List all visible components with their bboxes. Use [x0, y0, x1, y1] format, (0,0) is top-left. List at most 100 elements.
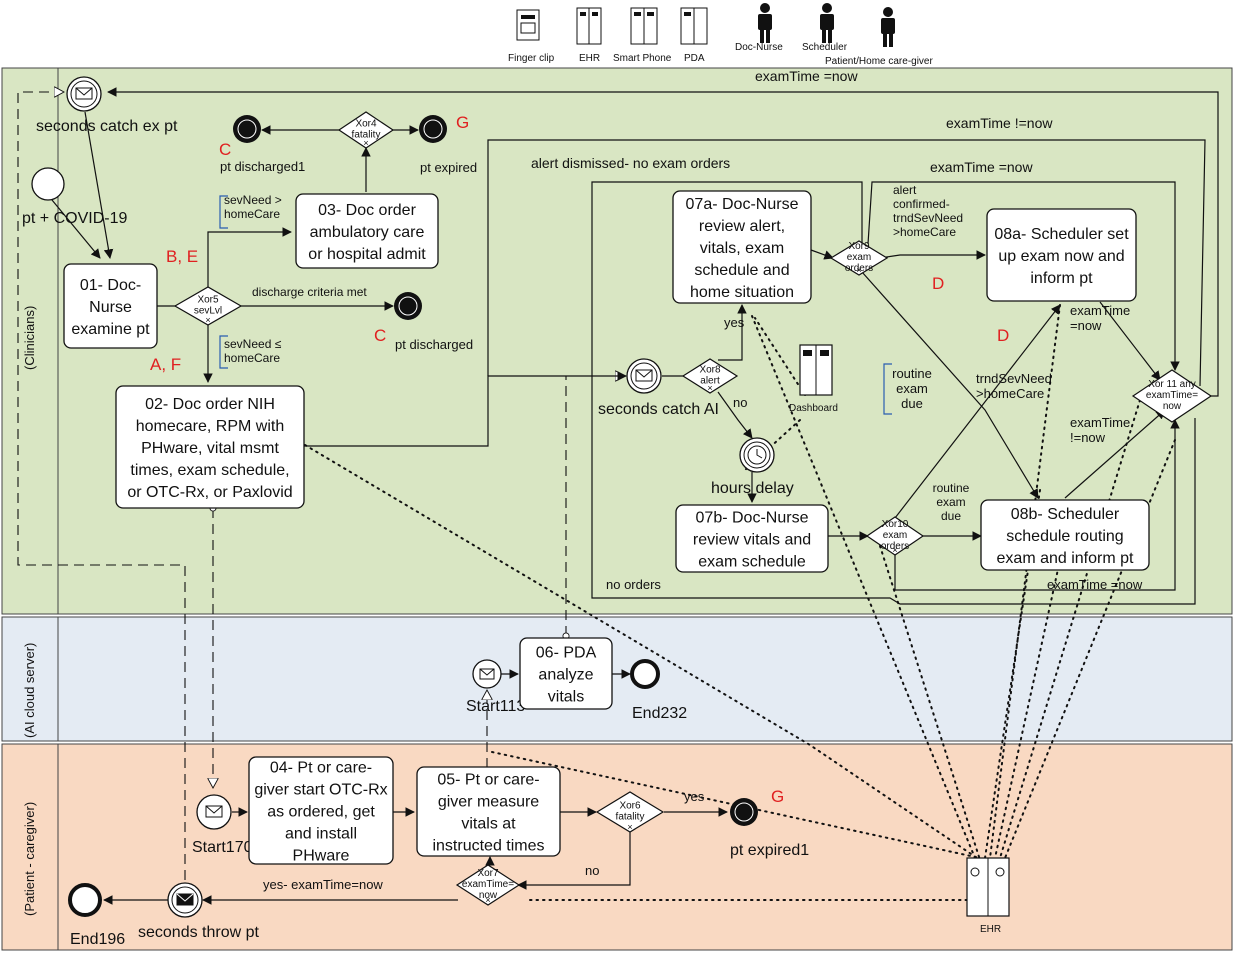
label-pt-discharged: pt discharged — [395, 337, 473, 352]
legend: Finger clip EHR Smart Phone PDA Doc-Nur — [508, 3, 933, 67]
label-no-orders: no orders — [606, 577, 661, 592]
label-examtime-now-bottom: examTime =now — [1047, 577, 1143, 592]
label-end196: End196 — [70, 931, 125, 948]
message-flow-throw-to-catch — [17, 92, 186, 880]
label-pt-covid: pt + COVID-19 — [22, 210, 127, 227]
end-event-end232 — [630, 659, 660, 689]
legend-finger-clip: Finger clip — [508, 53, 555, 64]
label-pt-expired: pt expired — [420, 160, 477, 175]
task-07b-review-vitals-box — [675, 504, 829, 573]
end-event-pt-discharged1 — [233, 115, 261, 143]
event-seconds-catch-ex-pt — [66, 76, 102, 112]
label-seconds-throw-pt: seconds throw pt — [138, 924, 260, 941]
ehr-icon — [576, 7, 602, 45]
lane-label-patient: (Patient - caregiver) — [22, 802, 37, 916]
annotation-c2: C — [374, 326, 386, 345]
label-discharge-criteria: discharge criteria met — [252, 285, 367, 299]
label-seconds-catch-ex-pt: seconds catch ex pt — [36, 118, 178, 135]
flow-label-layer: examTime =now examTime !=now alert dismiss… — [150, 68, 1143, 892]
annotation-be: B, E — [166, 247, 198, 266]
label-ehr-store: EHR — [980, 924, 1001, 935]
gateway-xor11-any-examtime-diamond — [1131, 369, 1213, 423]
patient-person-icon — [881, 7, 895, 47]
legend-patient: Patient/Home care-giver — [825, 56, 933, 67]
label-alert-dismissed: alert dismissed- no exam orders — [531, 155, 730, 171]
envelope-icon — [635, 369, 653, 382]
dashboard-icon — [799, 344, 833, 396]
task-08b-scheduler-routine-exam-box — [980, 499, 1150, 571]
task-01-examine-pt-box — [63, 263, 158, 349]
label-pt-expired1: pt expired1 — [730, 842, 809, 859]
annotation-g2: G — [771, 787, 784, 806]
label-examtime-now-top: examTime =now — [755, 68, 858, 84]
task-05-measure-vitals-box — [416, 766, 561, 857]
annotation-af: A, F — [150, 355, 181, 374]
gateway-xor5-sevlvl-diamond — [173, 286, 243, 326]
end-event-pt-discharged — [394, 292, 422, 320]
data-associations — [304, 304, 1176, 901]
gateway-xor7-examtime-diamond — [455, 864, 521, 906]
gateway-xor10-exam-orders-diamond — [865, 516, 925, 556]
label-trnd-sev-need: trndSevNeed>homeCare — [976, 371, 1052, 401]
scheduler-person-icon — [820, 3, 834, 43]
label-yes-07a: yes — [724, 315, 745, 330]
label-examtime-now-2: examTime =now — [930, 159, 1033, 175]
event-seconds-catch-ai — [626, 358, 662, 394]
envelope-icon — [75, 87, 93, 100]
end-event-end196 — [68, 883, 102, 917]
x-icon: × — [363, 138, 368, 148]
label-yes-examtime: yes- examTime=now — [263, 877, 383, 892]
doc-nurse-person-icon — [758, 3, 772, 43]
annotation-d1: D — [932, 274, 944, 293]
task-07a-review-alert-box — [672, 190, 812, 304]
label-sevneed-le: sevNeed ≤homeCare — [224, 337, 282, 365]
smart-phone-icon — [630, 7, 658, 45]
label-examtime-not-now: examTime !=now — [946, 115, 1053, 131]
start-event-start113 — [472, 659, 502, 689]
gateway-xor8-alert-diamond — [681, 358, 739, 394]
label-pt-discharged1: pt discharged1 — [220, 159, 305, 174]
x-icon: × — [627, 822, 632, 832]
x-icon: × — [205, 315, 210, 325]
envelope-icon — [176, 893, 194, 906]
label-start113: Start113 — [466, 698, 525, 715]
lane-label-clinicians: (Clinicians) — [22, 306, 37, 370]
gateway-xor9-exam-orders-diamond — [829, 240, 889, 276]
envelope-icon — [479, 668, 495, 680]
gateway-xor4-fatality-diamond — [337, 111, 395, 149]
task-02-doc-order-homecare-box — [115, 385, 305, 509]
timer-event-hours-delay — [739, 437, 775, 473]
label-dashboard: Dashboard — [789, 403, 838, 414]
pda-icon — [680, 7, 708, 45]
gateway-xor6-fatality-diamond — [595, 791, 665, 833]
ai-cloud-lane — [1, 616, 1233, 742]
label-sevneed-gt: sevNeed >homeCare — [224, 193, 282, 221]
